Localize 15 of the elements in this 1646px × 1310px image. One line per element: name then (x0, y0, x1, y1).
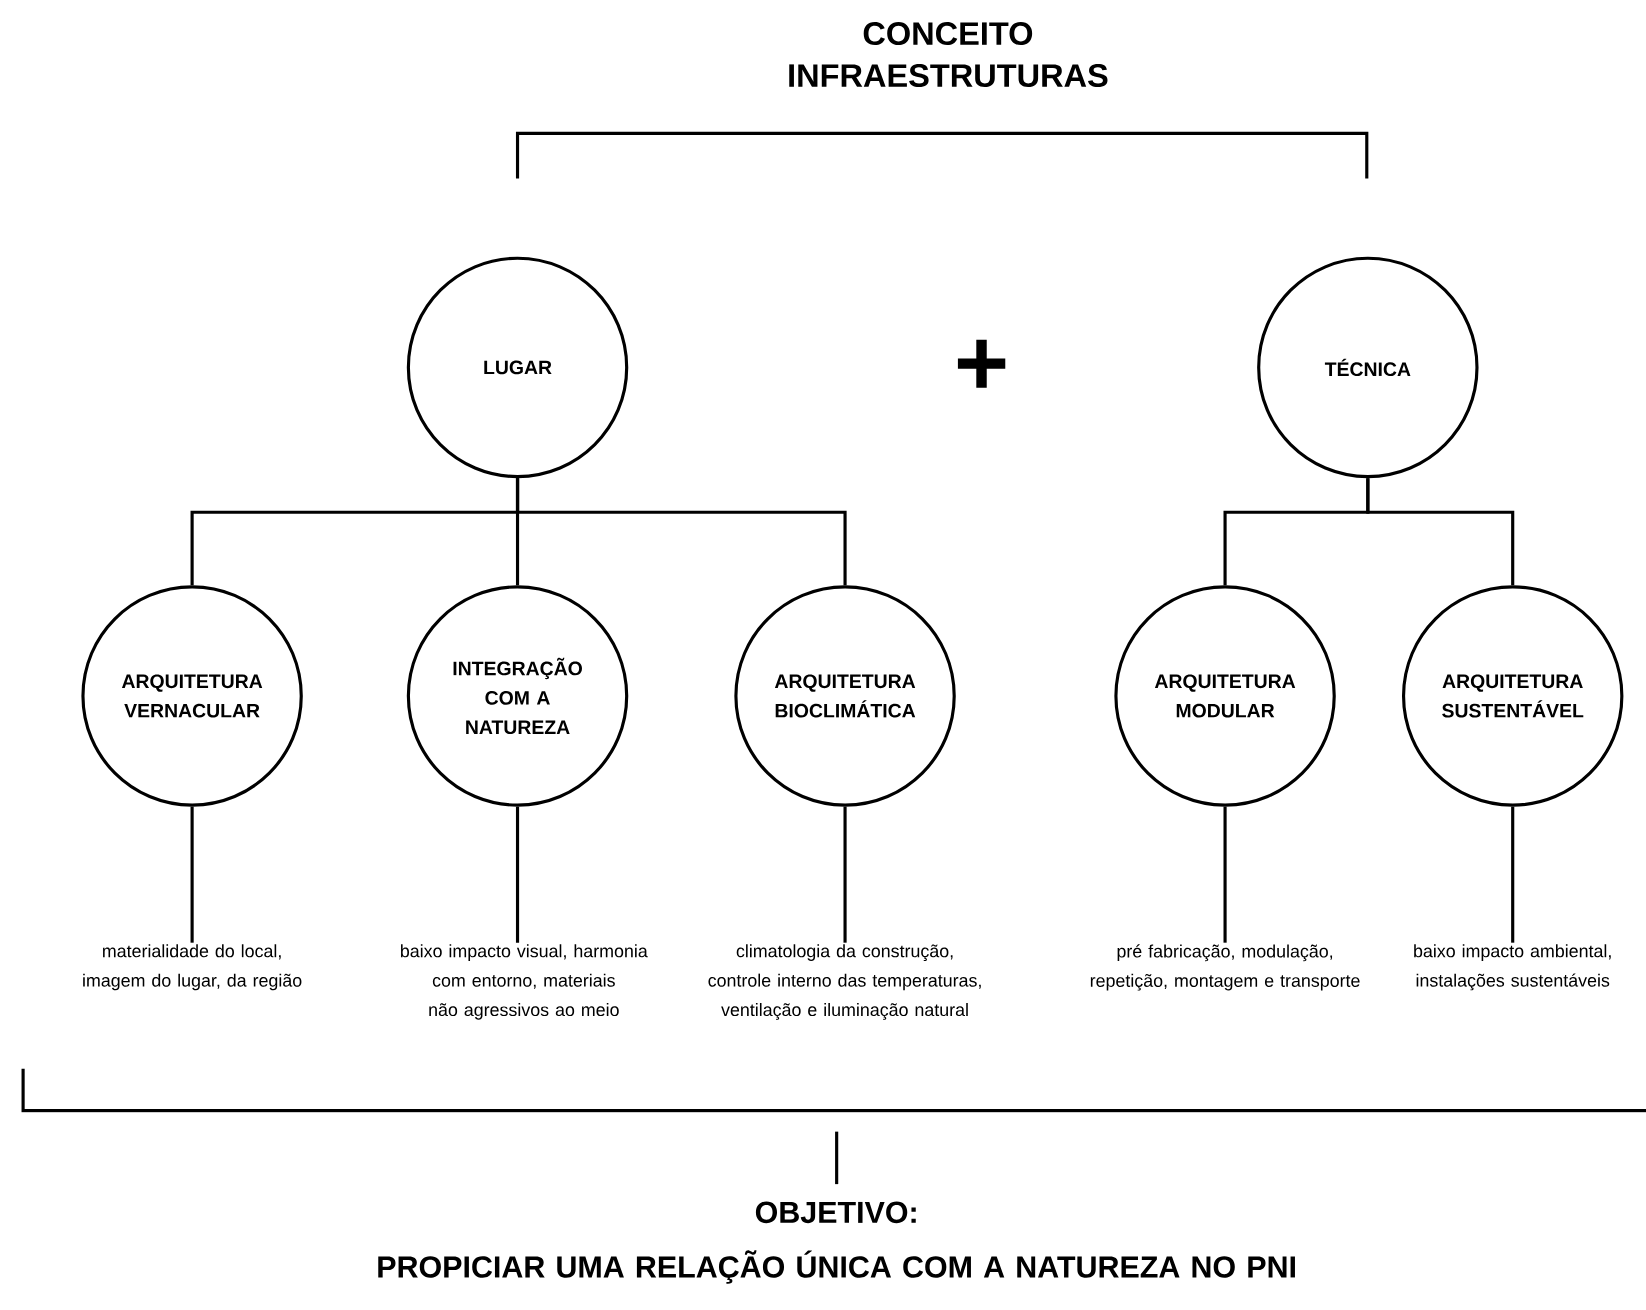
connector-line (515, 806, 520, 943)
description-text: pré fabricação, modulação, repetição, montagem e transporte (1090, 944, 1360, 991)
description-text: baixo impacto ambiental, instalações sustentáveis (1414, 944, 1611, 991)
title: CONCEITO INFRAESTRUTURAS (789, 22, 1108, 88)
description-text: climatologia da construção, controle interno das temperaturas, ventilação e iluminação natural (708, 944, 981, 1020)
description-text: baixo impacto visual, harmonia com entorno, materiais não agressivos ao meio (401, 944, 648, 1020)
description-text: materialidade do local, imagem do lugar, da região (83, 944, 302, 991)
connector-line (1223, 806, 1227, 943)
connector-line (1511, 806, 1515, 943)
connector-line (190, 806, 194, 943)
connector-line (515, 478, 847, 586)
connector-line (843, 806, 847, 943)
objective-text: OBJETIVO: PROPICIAR UMA RELAÇÃO ÚNICA COM A NATUREZA NO PNI (378, 1201, 1295, 1284)
plus-sign: + (957, 339, 1006, 388)
connector-line (1366, 478, 1515, 586)
